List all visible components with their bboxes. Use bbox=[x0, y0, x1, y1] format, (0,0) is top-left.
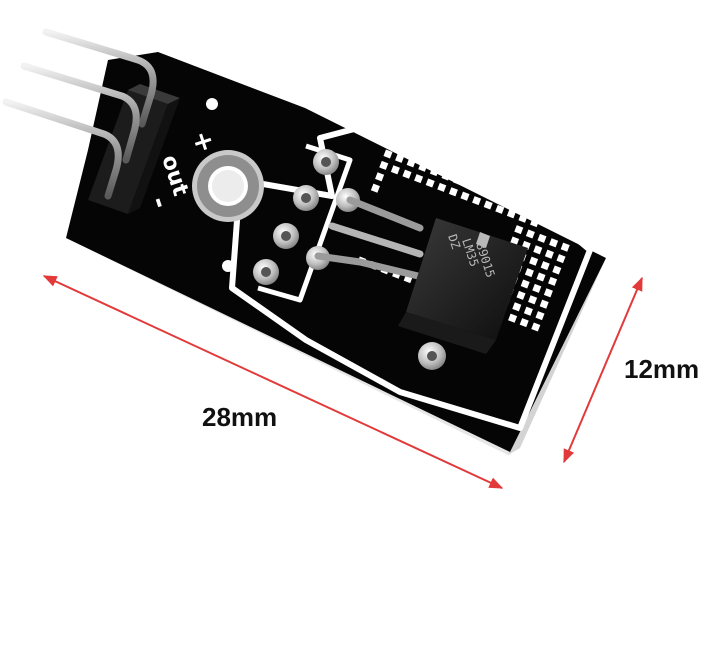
grid-hole bbox=[425, 178, 435, 188]
grid-hole bbox=[544, 249, 554, 259]
grid-hole bbox=[548, 276, 558, 286]
sensor-leads bbox=[314, 196, 424, 280]
pin-1 bbox=[42, 28, 157, 128]
grid-hole bbox=[472, 196, 482, 206]
header-pins bbox=[2, 28, 157, 200]
grid-hole bbox=[383, 149, 393, 159]
length-arrow bbox=[42, 275, 504, 489]
grid-hole bbox=[370, 183, 380, 193]
grid-hole bbox=[460, 191, 470, 201]
grid-hole bbox=[511, 197, 521, 207]
grid-hole bbox=[464, 180, 474, 190]
grid-hole bbox=[537, 233, 547, 243]
grid-hole bbox=[476, 184, 486, 194]
grid-hole bbox=[379, 160, 389, 170]
grid-hole bbox=[532, 283, 542, 293]
width-dimension: 12mm bbox=[563, 276, 699, 464]
grid-hole bbox=[437, 182, 447, 192]
grid-hole bbox=[448, 187, 458, 197]
grid-hole bbox=[487, 189, 497, 199]
grid-hole bbox=[530, 218, 540, 228]
grid-hole bbox=[483, 200, 493, 210]
grid-hole bbox=[533, 245, 543, 255]
grid-hole bbox=[506, 209, 516, 219]
pin-2 bbox=[20, 62, 140, 164]
grid-hole bbox=[508, 313, 518, 323]
grid-hole bbox=[531, 322, 541, 332]
grid-hole bbox=[535, 311, 545, 321]
mounting-hole bbox=[192, 150, 264, 222]
grid-hole bbox=[406, 158, 416, 168]
sensor-module: 89015 LM35 DZ + out - bbox=[2, 28, 606, 455]
length-label: 28mm bbox=[202, 402, 277, 432]
grid-hole bbox=[441, 171, 451, 181]
grid-hole bbox=[402, 169, 412, 179]
grid-hole bbox=[514, 225, 524, 235]
via-dot bbox=[206, 98, 218, 110]
grid-hole bbox=[512, 302, 522, 312]
grid-hole bbox=[543, 288, 553, 298]
grid-hole bbox=[524, 268, 534, 278]
grid-hole bbox=[414, 174, 424, 184]
grid-hole bbox=[390, 165, 400, 175]
grid-hole bbox=[556, 254, 566, 264]
grid-hole bbox=[536, 272, 546, 282]
pin-3 bbox=[2, 98, 122, 200]
length-dimension: 28mm bbox=[42, 275, 504, 489]
chip-marking-3: DZ bbox=[445, 233, 463, 251]
via-dot bbox=[222, 260, 234, 272]
grid-hole bbox=[395, 153, 405, 163]
grid-hole bbox=[528, 295, 538, 305]
grid-hole bbox=[520, 279, 530, 289]
grid-hole bbox=[418, 162, 428, 172]
grid-hole bbox=[523, 306, 533, 316]
grid-hole bbox=[519, 318, 529, 328]
grid-hole bbox=[429, 167, 439, 177]
grid-hole bbox=[539, 299, 549, 309]
grid-hole bbox=[522, 202, 532, 212]
grid-hole bbox=[525, 229, 535, 239]
grid-hole bbox=[375, 172, 385, 182]
grid-hole bbox=[516, 290, 526, 300]
grid-hole bbox=[453, 175, 463, 185]
grid-hole bbox=[518, 213, 528, 223]
grid-hole bbox=[534, 206, 544, 216]
width-label: 12mm bbox=[624, 354, 699, 384]
grid-hole bbox=[495, 204, 505, 214]
chip-logo bbox=[476, 232, 490, 248]
grid-hole bbox=[540, 261, 550, 271]
width-arrow bbox=[563, 276, 643, 464]
grid-hole bbox=[499, 193, 509, 203]
grid-hole bbox=[552, 265, 562, 275]
grid-hole bbox=[529, 256, 539, 266]
grid-hole bbox=[560, 242, 570, 252]
grid-hole bbox=[549, 238, 559, 248]
